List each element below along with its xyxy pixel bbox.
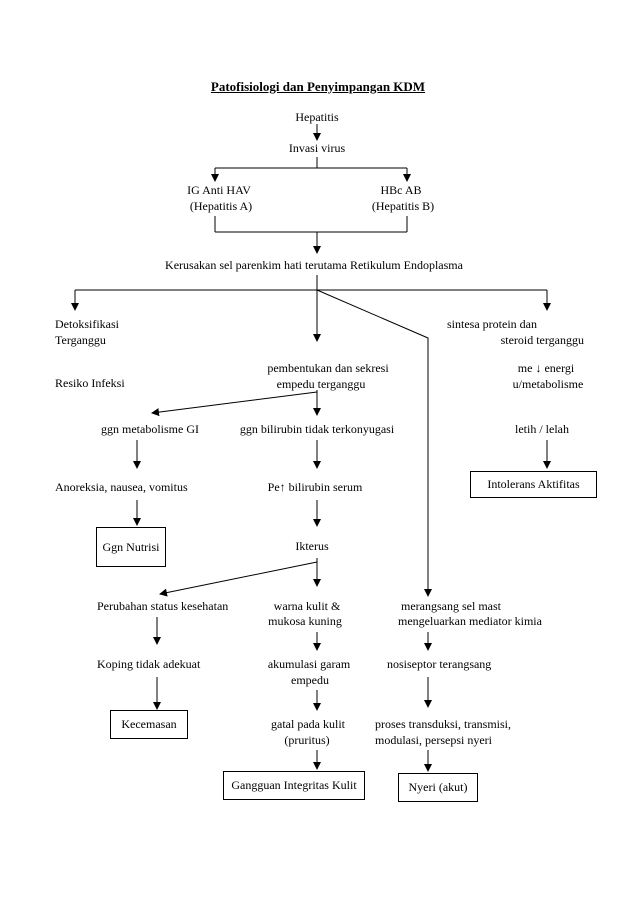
node-ig-anti-hav: IG Anti HAV xyxy=(187,183,251,197)
node-ggn-bilirubin: ggn bilirubin tidak terkonyugasi xyxy=(239,422,395,436)
node-hepatitis-b: (Hepatitis B) xyxy=(371,199,435,213)
node-ikterus: Ikterus xyxy=(295,539,329,553)
node-me-energi: me ↓ energi xyxy=(517,361,575,375)
node-akumulasi: akumulasi garam xyxy=(267,657,351,671)
node-mengeluarkan: mengeluarkan mediator kimia xyxy=(398,614,542,628)
node-modulasi: modulasi, persepsi nyeri xyxy=(375,733,492,747)
node-proses: proses transduksi, transmisi, xyxy=(375,717,511,731)
node-letih-lelah: letih / lelah xyxy=(515,422,569,436)
node-invasi-virus: Invasi virus xyxy=(288,141,346,155)
node-anoreksia: Anoreksia, nausea, vomitus xyxy=(55,480,188,494)
node-terganggu: Terganggu xyxy=(55,333,106,347)
node-mukosa-kuning: mukosa kuning xyxy=(268,614,342,628)
node-steroid-terganggu: steroid terganggu xyxy=(500,333,584,347)
node-hbc-ab: HBc AB xyxy=(380,183,422,197)
node-sintesa-protein: sintesa protein dan xyxy=(447,317,537,331)
node-intolerans-aktifitas: Intolerans Aktifitas xyxy=(470,471,597,498)
edge-to-mast-cell xyxy=(316,289,432,597)
node-gangguan-integritas: Gangguan Integritas Kulit xyxy=(223,771,365,800)
node-nosiseptor: nosiseptor terangsang xyxy=(387,657,492,671)
node-ggn-metabolisme-gi: ggn metabolisme GI xyxy=(101,422,199,436)
node-perubahan-status: Perubahan status kesehatan xyxy=(97,599,229,613)
node-resiko-infeksi: Resiko Infeksi xyxy=(55,376,125,390)
node-hepatitis: Hepatitis xyxy=(295,110,339,124)
node-hepatitis-a: (Hepatitis A) xyxy=(189,199,253,213)
node-warna-kulit: warna kulit & xyxy=(273,599,341,613)
node-kecemasan: Kecemasan xyxy=(110,710,188,739)
node-pruritus: (pruritus) xyxy=(284,733,330,747)
node-kerusakan-sel: Kerusakan sel parenkim hati terutama Ret… xyxy=(165,258,463,272)
node-ggn-nutrisi: Ggn Nutrisi xyxy=(96,527,166,567)
diagram-title: Patofisiologi dan Penyimpangan KDM xyxy=(210,79,426,94)
edge-to-ggn-gi xyxy=(151,391,318,417)
edge-to-perubahan xyxy=(159,561,318,597)
node-koping: Koping tidak adekuat xyxy=(97,657,201,671)
node-u-metabolisme: u/metabolisme xyxy=(512,377,584,391)
node-pembentukan: pembentukan dan sekresi xyxy=(267,361,389,375)
node-pe-bilirubin: Pe↑ bilirubin serum xyxy=(267,480,363,494)
node-gatal: gatal pada kulit xyxy=(271,717,345,731)
node-empedu: empedu xyxy=(291,673,329,687)
node-nyeri-akut: Nyeri (akut) xyxy=(398,773,478,802)
node-empedu-terganggu: empedu terganggu xyxy=(276,377,366,391)
node-detoksifikasi: Detoksifikasi xyxy=(55,317,119,331)
node-merangsang: merangsang sel mast xyxy=(401,599,501,613)
